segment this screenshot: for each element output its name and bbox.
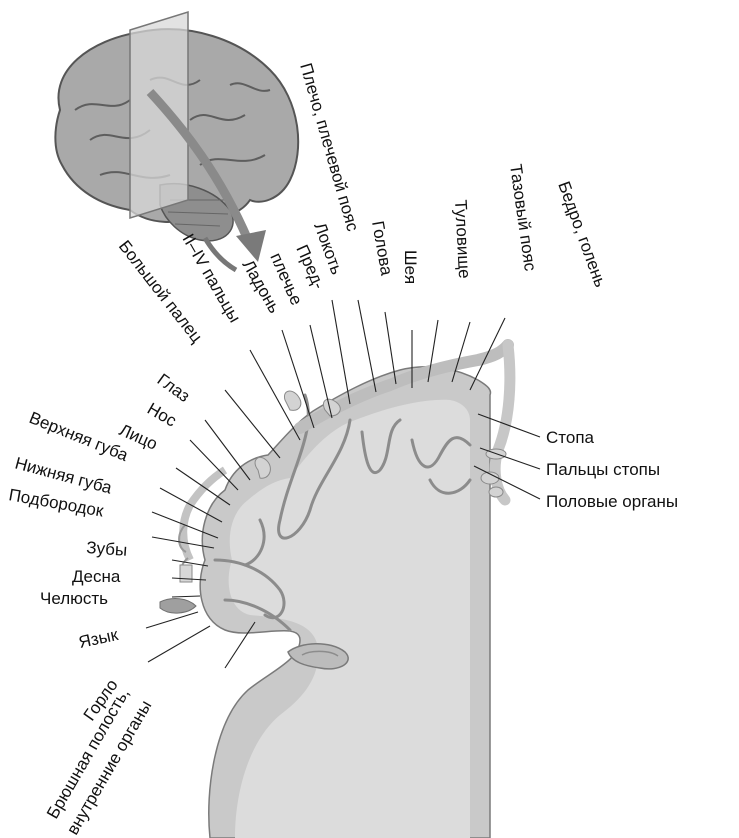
cortex-section — [200, 367, 490, 838]
label-polovye-organy: Половые органы — [546, 492, 678, 511]
brain-illustration — [55, 12, 298, 270]
label-plecho-poyas: Плечо, плечевой пояс — [296, 61, 362, 234]
label-tulovishche: Туловище — [451, 199, 474, 279]
label-glaz: Глаз — [154, 370, 194, 406]
arrow-head — [236, 230, 266, 262]
label-stopa: Стопа — [546, 428, 595, 447]
label-yazyk: Язык — [77, 625, 120, 652]
label-bedro-golen: Бедро, голень — [554, 179, 610, 290]
label-desna: Десна — [72, 567, 121, 586]
label-chelyust: Челюсть — [40, 589, 108, 608]
label-paltsy-stopy: Пальцы стопы — [546, 460, 660, 479]
label-sheya: Шея — [401, 250, 420, 284]
label-verkhnyaya-guba: Верхняя губа — [27, 408, 132, 465]
label-zuby: Зубы — [86, 538, 128, 560]
section-plane — [130, 12, 188, 218]
label-golova: Голова — [368, 219, 396, 277]
label-nos: Нос — [144, 399, 180, 431]
label-tazovyi-poyas: Тазовый пояс — [506, 163, 540, 273]
